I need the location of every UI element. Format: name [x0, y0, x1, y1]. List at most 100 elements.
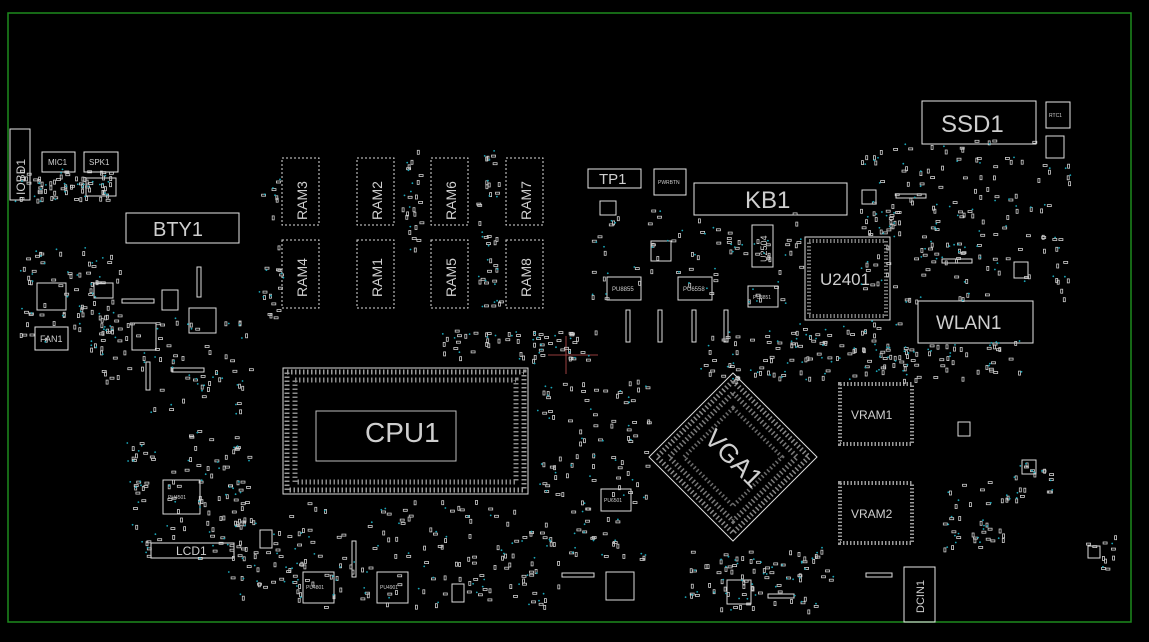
passive-pad: [495, 267, 499, 273]
passive-pad: [455, 340, 461, 344]
passive-pad: [951, 530, 957, 534]
passive-pad: [876, 327, 882, 330]
via: [548, 417, 551, 419]
via: [784, 302, 787, 304]
ram4-module[interactable]: RAM4: [281, 239, 320, 309]
passive-pad: [987, 527, 993, 531]
cpu1-package[interactable]: CPU1: [282, 367, 529, 495]
via: [91, 262, 94, 264]
passive-pad: [604, 297, 610, 301]
bty1-connector[interactable]: BTY1: [125, 212, 240, 244]
passive-pad: [591, 478, 597, 482]
passive-pad: [106, 305, 110, 311]
via: [500, 549, 503, 552]
via: [253, 564, 256, 567]
lcd1-connector[interactable]: LCD1: [150, 542, 235, 559]
vram2-chip[interactable]: VRAM2: [838, 481, 914, 545]
passive-pad: [491, 154, 496, 158]
passive-pad: [1005, 156, 1010, 160]
u2401-chip[interactable]: U2401: [804, 236, 891, 321]
pu4501-chip[interactable]: PU4501: [162, 479, 201, 515]
passive-pad: [155, 322, 161, 326]
via: [816, 551, 818, 554]
ram5-module[interactable]: RAM5: [430, 239, 469, 309]
passive-pad: [106, 330, 111, 334]
ram1-module[interactable]: RAM1: [356, 239, 395, 309]
ram6-module[interactable]: RAM6: [430, 157, 469, 226]
spk1-component[interactable]: SPK1: [83, 151, 119, 173]
passive-pad: [529, 573, 535, 577]
passive-pad: [149, 455, 155, 459]
passive-pad: [1114, 535, 1117, 541]
passive-pad: [172, 535, 176, 540]
pu8851-chip[interactable]: PU8851: [747, 285, 779, 308]
passive-pad: [1015, 208, 1019, 214]
pu8855-chip[interactable]: PU8855: [606, 276, 642, 301]
passive-pad: [105, 314, 109, 320]
dcin1-connector[interactable]: DCIN1: [903, 566, 936, 623]
ssd1-connector[interactable]: SSD1: [921, 100, 1037, 145]
ram3-module[interactable]: RAM3: [281, 157, 320, 226]
rtc1-connector[interactable]: RTC1: [1045, 101, 1071, 129]
passive-pad: [885, 348, 891, 352]
pwrbtn-connector[interactable]: PWRBTN: [653, 168, 687, 196]
via: [730, 609, 732, 611]
pu6501-chip[interactable]: PU6501: [600, 488, 632, 512]
pu6558-chip[interactable]: PU6558: [677, 276, 713, 301]
passive-pad: [553, 465, 556, 471]
via: [864, 330, 867, 333]
passive-pad: [1000, 498, 1004, 504]
passive-pad: [507, 331, 511, 337]
passive-pad: [468, 581, 472, 586]
passive-pad: [419, 221, 425, 225]
via: [239, 491, 242, 494]
via: [308, 536, 310, 538]
ram7-module[interactable]: RAM7: [505, 157, 544, 226]
wlan1-connector[interactable]: WLAN1: [917, 300, 1034, 344]
passive-pad: [410, 159, 414, 165]
ram5-label: RAM5: [443, 258, 459, 297]
passive-pad: [324, 573, 330, 577]
passive-pad: [729, 249, 733, 255]
passive-pad: [24, 310, 29, 314]
via: [1033, 471, 1036, 474]
passive-pad: [868, 230, 871, 236]
via: [887, 356, 889, 358]
passive-pad: [88, 182, 94, 186]
via: [408, 206, 411, 208]
mic1-component[interactable]: MIC1: [41, 151, 76, 173]
via: [924, 247, 926, 250]
vga1-package[interactable]: VGA1: [648, 372, 818, 542]
u2504-chip[interactable]: U2504: [751, 224, 774, 268]
bottom-small-parts: [259, 529, 893, 605]
passive-pad: [952, 201, 958, 205]
vram1-chip[interactable]: VRAM1: [838, 382, 914, 446]
via: [528, 603, 530, 606]
fan1-connector[interactable]: FAN1: [34, 326, 69, 351]
passive-pad: [82, 306, 88, 310]
passive-pad: [516, 338, 520, 344]
passive-pad: [146, 540, 152, 544]
ram2-module[interactable]: RAM2: [356, 157, 395, 226]
via: [238, 480, 240, 483]
ram8-module[interactable]: RAM8: [505, 239, 544, 309]
passive-pad: [1026, 234, 1031, 238]
passive-pad: [478, 279, 482, 285]
via: [948, 245, 951, 248]
tp1-connector[interactable]: TP1: [587, 168, 642, 189]
iobd1-connector[interactable]: IOBD1: [9, 128, 31, 201]
passive-pad: [628, 381, 632, 387]
pu4801-chip[interactable]: PU4801: [302, 571, 335, 604]
via: [736, 562, 739, 565]
via: [733, 246, 736, 249]
passive-pad: [88, 261, 91, 267]
via: [532, 338, 535, 341]
via: [878, 226, 881, 229]
passive-pad: [909, 348, 915, 352]
passive-pad: [323, 606, 329, 609]
via: [956, 160, 959, 163]
via: [1013, 476, 1016, 479]
pu4901-chip[interactable]: PU4901: [376, 571, 409, 604]
kb1-connector[interactable]: KB1: [693, 182, 848, 216]
center-small-parts: [548, 200, 729, 374]
